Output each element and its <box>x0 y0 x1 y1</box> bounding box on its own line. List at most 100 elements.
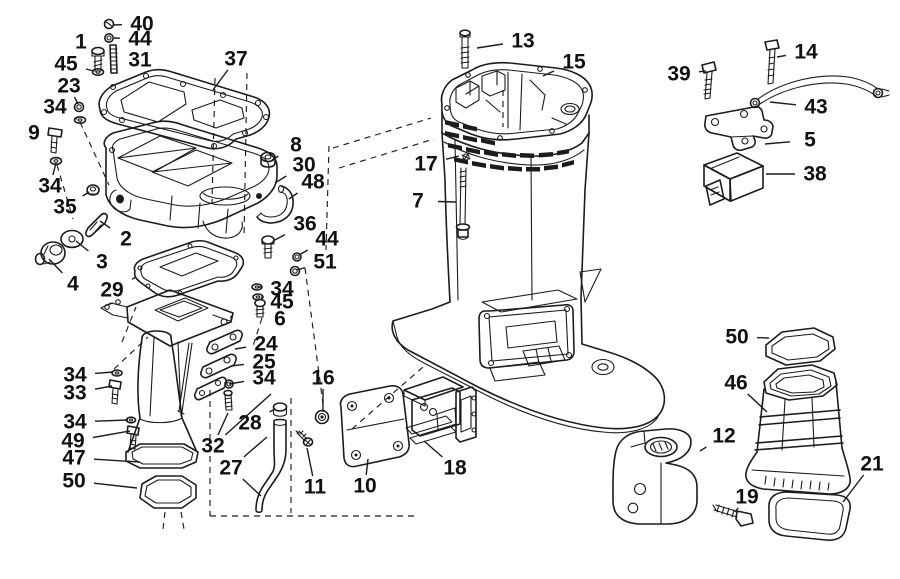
callout-number: 46 <box>724 372 747 395</box>
callout-16-27: 16 <box>311 367 335 412</box>
callout-29-17: 29 <box>100 276 137 302</box>
callout-21-53: 21 <box>842 453 884 503</box>
callout-number: 15 <box>562 51 586 74</box>
callout-leader-line <box>224 393 272 436</box>
callout-leader-line <box>698 70 707 73</box>
callout-6-23: 6 <box>274 308 286 331</box>
callout-leader-line <box>476 43 504 49</box>
adapter-plate-shape <box>100 289 234 347</box>
callout-leader-line <box>85 68 95 72</box>
callout-number: 37 <box>224 48 247 71</box>
callout-49-31: 49 <box>61 430 131 453</box>
callout-38-48: 38 <box>766 163 827 186</box>
callout-4-16: 4 <box>48 258 79 296</box>
callout-leader-line <box>217 412 229 436</box>
callout-leader-line <box>423 440 443 458</box>
callout-50-49: 50 <box>725 326 770 349</box>
water-hose-shape <box>255 418 287 514</box>
screw-17-shape <box>461 152 471 162</box>
callout-2-14: 2 <box>99 220 132 251</box>
callout-14-45: 14 <box>776 41 818 64</box>
callout-18-39: 18 <box>423 440 467 480</box>
exhaust-housing-shape <box>391 61 666 434</box>
callout-leader-line <box>82 191 90 197</box>
bottom-left-fasteners-shape <box>108 369 140 450</box>
lower-seal-shape <box>139 475 197 509</box>
callout-leader-line <box>769 101 797 106</box>
callout-number: 48 <box>301 171 325 194</box>
callout-leader-line <box>296 267 306 271</box>
cap-28-shape <box>272 402 288 417</box>
drain-plug-shape <box>260 151 276 168</box>
screw-11-shape <box>295 430 314 447</box>
cover-plate-shape <box>339 385 410 468</box>
callout-number: 34 <box>270 278 294 301</box>
mount-bracket-shape <box>403 376 477 445</box>
callout-number: 45 <box>270 291 294 314</box>
base-seal-shape <box>768 491 851 541</box>
callout-30-10: 30 <box>274 154 316 184</box>
callout-number: 17 <box>414 153 437 176</box>
callout-number: 12 <box>712 425 735 448</box>
callout-number: 34 <box>63 364 87 387</box>
callout-leader-line <box>74 117 78 120</box>
link-fasteners-shape <box>223 379 234 411</box>
callout-8-9: 8 <box>271 134 302 161</box>
callout-9-7: 9 <box>28 122 40 145</box>
callout-number: 2 <box>120 228 132 251</box>
louver-slots <box>445 120 574 172</box>
callout-number: 11 <box>304 476 327 499</box>
callout-leader-line <box>99 220 111 229</box>
callout-leader-line <box>75 240 89 252</box>
callout-leader-line <box>437 200 457 203</box>
exhaust-hose-shape <box>256 184 294 224</box>
callout-number: 18 <box>443 457 467 480</box>
callout-leader-line <box>93 482 138 489</box>
bolt-39-shape <box>701 61 717 100</box>
exhaust-adapter-shape <box>103 120 278 239</box>
callout-number: 10 <box>353 475 376 498</box>
callout-28-35: 28 <box>238 409 274 435</box>
callout-50-33: 50 <box>62 470 138 493</box>
callout-number: 32 <box>201 435 224 458</box>
callout-number: 44 <box>128 28 152 51</box>
callout-number: 34 <box>63 411 87 434</box>
callout-leader-line <box>94 371 114 375</box>
callout-number: 16 <box>311 367 334 390</box>
callout-47-32: 47 <box>62 447 141 470</box>
callout-34-30: 34 <box>63 411 129 434</box>
callout-34-6: 34 <box>43 96 78 120</box>
callout-leader-line <box>234 346 247 350</box>
callout-36-18: 36 <box>272 213 317 242</box>
callout-34-26: 34 <box>228 367 276 390</box>
callout-number: 34 <box>43 96 67 119</box>
callout-number: 34 <box>38 175 62 198</box>
callout-51-20: 51 <box>296 251 337 274</box>
callout-leader-line <box>94 419 129 422</box>
callout-number: 5 <box>804 129 816 152</box>
bolt-13-shape <box>459 29 471 69</box>
callout-leader-line <box>94 385 113 390</box>
callout-number: 36 <box>293 213 316 236</box>
callout-leader-line <box>445 155 460 160</box>
callout-15-41: 15 <box>542 51 586 77</box>
screw-19-shape <box>712 504 754 527</box>
plate-gasket-shape <box>133 239 245 298</box>
callout-40-0: 40 <box>112 13 154 36</box>
callout-number: 45 <box>54 53 78 76</box>
callout-number: 50 <box>725 326 748 349</box>
callout-34-21: 34 <box>258 278 294 301</box>
callout-number: 4 <box>67 273 79 296</box>
callout-number: 6 <box>274 308 286 331</box>
callout-31-3: 31 <box>128 49 152 72</box>
callout-number: 7 <box>412 190 424 213</box>
callout-leader-line <box>747 393 768 413</box>
callout-leader-line <box>274 175 287 184</box>
callout-number: 3 <box>96 251 108 274</box>
callout-46-50: 46 <box>724 372 768 413</box>
callout-leader-line <box>842 474 865 503</box>
callout-leader-line <box>243 436 268 458</box>
callout-number: 19 <box>735 486 758 509</box>
